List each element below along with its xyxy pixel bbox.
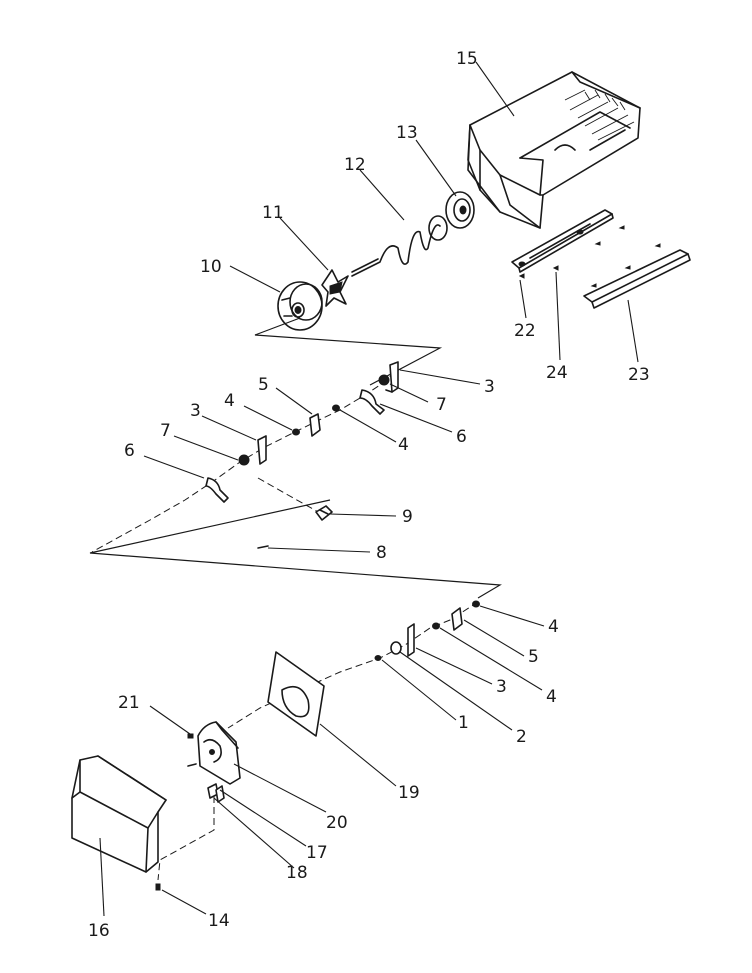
part-5-cam-upper [309, 413, 321, 437]
part-3-bracket-mid [257, 435, 267, 465]
label-15: 15 [456, 49, 478, 69]
label-12: 12 [344, 155, 366, 175]
part-7-spring-upper [378, 374, 390, 386]
part-11-coupler [321, 269, 349, 307]
part-4-washer-lower1 [472, 600, 480, 608]
part-8-pin [257, 545, 269, 549]
part-16-front-cover [71, 755, 167, 873]
part-6-arm-upper [359, 389, 385, 415]
callout-labels: 15 13 12 11 10 22 24 23 3 7 6 5 4 4 3 7 … [88, 49, 650, 941]
part-21-screw [187, 733, 194, 739]
label-5-upper: 5 [258, 375, 269, 395]
label-3-lower: 3 [496, 677, 507, 697]
label-7-mid: 7 [160, 421, 171, 441]
part-22-screw [518, 265, 559, 279]
part-5-cam-lower [451, 607, 463, 631]
part-4-washer-mid [292, 428, 300, 436]
part-1-screw [374, 655, 382, 661]
label-4-lower2: 4 [546, 687, 557, 707]
label-6-mid: 6 [124, 441, 135, 461]
axis-line-lower [227, 601, 479, 729]
label-24: 24 [546, 363, 568, 383]
part-6-arm-mid [205, 477, 229, 503]
label-4-upper: 4 [224, 391, 235, 411]
label-17: 17 [306, 843, 328, 863]
axis-line-base [157, 796, 215, 881]
label-18: 18 [286, 863, 308, 883]
label-19: 19 [398, 783, 420, 803]
label-4-lower1: 4 [548, 617, 559, 637]
label-3-mid: 3 [190, 401, 201, 421]
axis-line-branch [257, 477, 323, 515]
part-3-bracket-lower [407, 623, 415, 657]
part-24-rail [511, 209, 625, 273]
label-4-right: 4 [398, 435, 409, 455]
label-10: 10 [200, 257, 222, 277]
part-20-motor-cover [187, 721, 241, 785]
label-1: 1 [458, 713, 469, 733]
label-9: 9 [402, 507, 413, 527]
part-10-motor-housing [277, 281, 323, 331]
divider-upper [254, 317, 443, 386]
part-4-washer-lower2 [432, 622, 440, 630]
label-14: 14 [208, 911, 230, 931]
label-21: 21 [118, 693, 140, 713]
part-2-ring [390, 641, 402, 655]
label-5-lower: 5 [528, 647, 539, 667]
label-2: 2 [516, 727, 527, 747]
label-6-upper: 6 [456, 427, 467, 447]
part-13-bearing [428, 191, 475, 241]
leader-lines [99, 61, 639, 917]
part-15-ice-bin [467, 71, 641, 229]
label-7-upper: 7 [436, 395, 447, 415]
part-12-auger-spring [351, 224, 441, 277]
label-23: 23 [628, 365, 650, 385]
part-4-washer-upper [332, 404, 340, 412]
part-19-plate [267, 651, 325, 737]
label-13: 13 [396, 123, 418, 143]
part-14-screw [155, 883, 161, 891]
label-3-upper: 3 [484, 377, 495, 397]
label-8: 8 [376, 543, 387, 563]
label-20: 20 [326, 813, 348, 833]
divider-lower [89, 499, 502, 599]
label-22: 22 [514, 321, 536, 341]
label-16: 16 [88, 921, 110, 941]
part-9-link [315, 505, 333, 521]
part-23-rail [583, 243, 691, 309]
label-11: 11 [262, 203, 284, 223]
part-18-bracket [215, 785, 225, 803]
part-7-spring-mid [238, 454, 250, 466]
